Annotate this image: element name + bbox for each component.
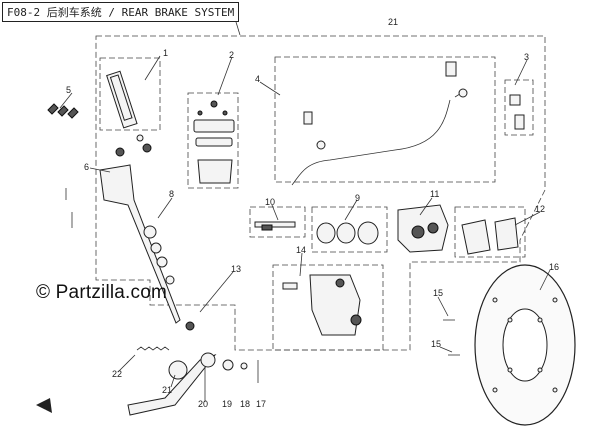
pin-part	[254, 221, 296, 231]
disc-bolts-part	[443, 319, 460, 356]
master-cylinder-part	[106, 70, 152, 153]
callout-15-top: 15	[433, 288, 443, 298]
callout-labels: 1 2 3 4 5 6 7 8 9 10 11 12 13 14 15 15 1…	[66, 14, 559, 409]
pin-box	[249, 206, 306, 238]
spring-part	[136, 346, 170, 351]
callout-5: 5	[66, 85, 71, 95]
callout-19: 19	[222, 399, 232, 409]
piston-seal-box	[311, 206, 388, 253]
pad-box	[454, 206, 526, 258]
watermark-text: © Partzilla.com	[36, 282, 168, 303]
callout-6: 6	[84, 162, 89, 172]
brake-hose-part	[291, 61, 468, 186]
caliper-part	[397, 204, 449, 253]
fitting-part	[509, 94, 525, 130]
callout-22: 22	[112, 369, 122, 379]
screws-part	[47, 103, 79, 119]
reservoir-part	[193, 100, 235, 184]
callout-21-bottom: 21	[162, 385, 172, 395]
callout-1: 1	[163, 48, 168, 58]
callout-4: 4	[255, 74, 260, 84]
fitting-box	[504, 79, 534, 136]
bolts-left-part	[65, 188, 73, 228]
master-cylinder-box	[99, 57, 161, 131]
hose-box	[274, 56, 496, 183]
brake-disc-part	[474, 264, 576, 426]
callout-2: 2	[229, 50, 234, 60]
callout-13: 13	[231, 264, 241, 274]
callout-9: 9	[355, 193, 360, 203]
pushrod-part	[99, 147, 195, 331]
callout-11: 11	[430, 189, 439, 199]
callout-20: 20	[198, 399, 208, 409]
leader-lines	[59, 21, 551, 402]
callout-12: 12	[535, 204, 545, 214]
callout-21-top: 21	[388, 17, 398, 27]
callout-16: 16	[549, 262, 559, 272]
callout-18: 18	[240, 399, 250, 409]
diagram-title: F08-2 后刹车系统 / REAR BRAKE SYSTEM	[2, 2, 240, 22]
bracket-box	[272, 264, 384, 351]
callout-15-bottom: 15	[431, 339, 441, 349]
callout-3: 3	[524, 52, 529, 62]
callout-14: 14	[296, 245, 306, 255]
brake-pedal-part	[127, 352, 217, 416]
callout-8: 8	[169, 189, 174, 199]
callout-10: 10	[265, 197, 275, 207]
piston-seals-part	[316, 221, 379, 245]
washer-pin-part	[222, 359, 259, 383]
caliper-bracket-part	[282, 274, 362, 336]
callout-17: 17	[256, 399, 266, 409]
fwd-arrow-icon: FWD	[33, 398, 52, 416]
svg-text:FWD: FWD	[33, 410, 47, 416]
brake-pads-part	[461, 217, 519, 255]
